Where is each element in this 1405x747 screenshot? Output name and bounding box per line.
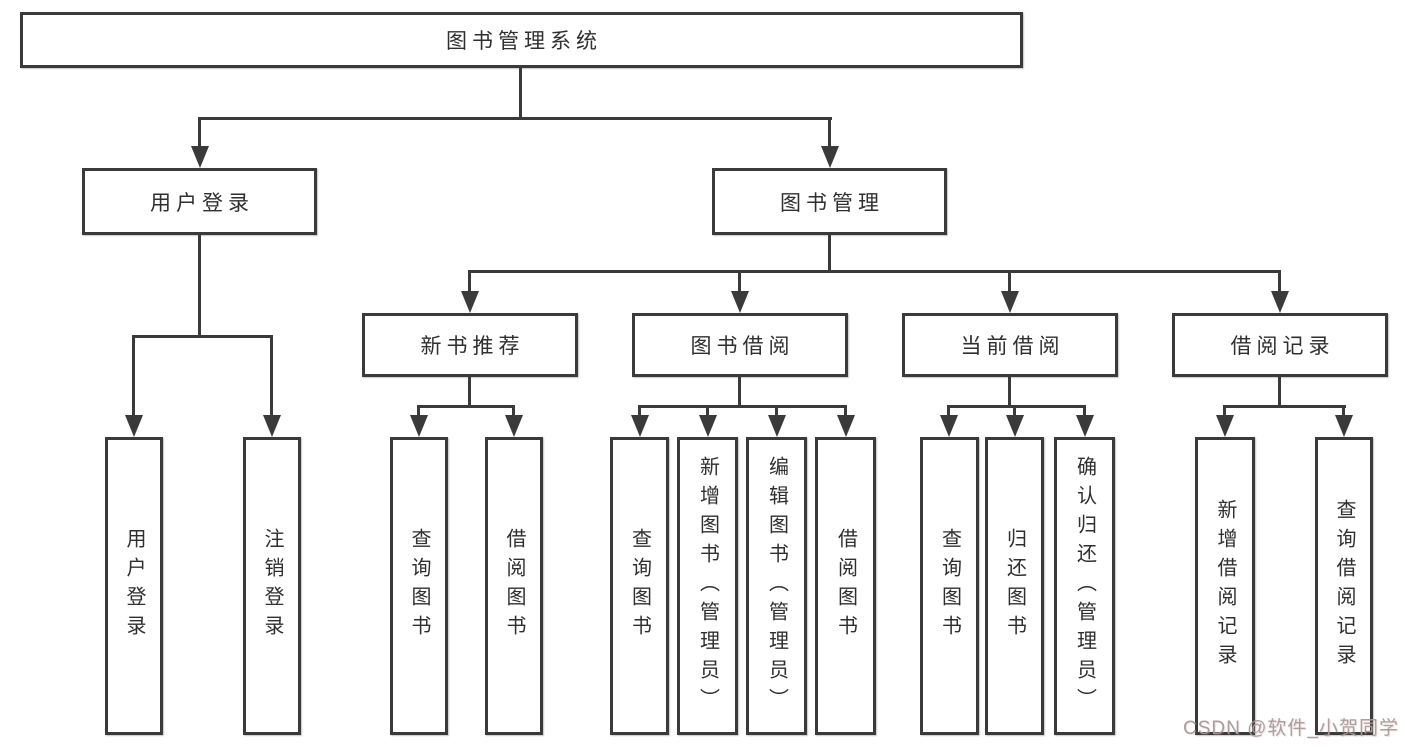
connector-line: [519, 68, 522, 117]
leaf-borrow-books-recommend: 借阅图书: [485, 437, 543, 735]
connector-line: [1278, 377, 1281, 407]
node-book-management: 图书管理: [712, 168, 947, 235]
csdn-watermark: CSDN @软件_小贺同学: [1183, 718, 1399, 739]
arrow-down-icon: [1001, 291, 1019, 313]
arrow-down-icon: [1216, 415, 1234, 437]
connector-line: [947, 408, 950, 418]
connector-line: [738, 377, 741, 407]
arrow-down-icon: [837, 415, 855, 437]
leaf-query-books-recommend: 查询图书: [390, 437, 448, 735]
node-new-book-recommend: 新书推荐: [362, 313, 578, 377]
connector-line: [1223, 408, 1226, 418]
connector-line: [468, 377, 471, 407]
node-root: 图书管理系统: [20, 12, 1023, 68]
connector-line: [132, 335, 273, 338]
connector-line: [828, 120, 831, 150]
arrow-down-icon: [940, 415, 958, 437]
arrow-down-icon: [410, 415, 428, 437]
leaf-confirm-return-admin: 确认归还（管理员）: [1054, 437, 1115, 735]
leaf-add-books-admin: 新增图书（管理员）: [677, 437, 738, 735]
arrow-down-icon: [768, 415, 786, 437]
connector-line: [198, 235, 201, 335]
node-borrow-records: 借阅记录: [1172, 313, 1388, 377]
leaf-user-login: 用户登录: [105, 437, 163, 735]
connector-line: [1008, 377, 1011, 407]
arrow-down-icon: [1006, 415, 1024, 437]
connector-line: [947, 405, 1086, 408]
connector-line: [1008, 273, 1011, 293]
arrow-down-icon: [191, 146, 209, 168]
connector-line: [417, 405, 515, 408]
connector-line: [1083, 408, 1086, 418]
arrow-down-icon: [821, 146, 839, 168]
connector-line: [1013, 408, 1016, 418]
connector-line: [775, 408, 778, 418]
arrow-down-icon: [699, 415, 717, 437]
connector-line: [828, 235, 831, 272]
arrow-down-icon: [1076, 415, 1094, 437]
arrow-down-icon: [505, 415, 523, 437]
connector-line: [706, 408, 709, 418]
connector-line: [638, 405, 847, 408]
connector-line: [512, 408, 515, 418]
arrow-down-icon: [731, 291, 749, 313]
leaf-query-books-borrow: 查询图书: [610, 437, 669, 735]
node-user-login: 用户登录: [82, 168, 317, 235]
arrow-down-icon: [461, 291, 479, 313]
connector-line: [270, 338, 273, 417]
leaf-logout: 注销登录: [243, 437, 301, 735]
connector-line: [844, 408, 847, 418]
leaf-return-books: 归还图书: [985, 437, 1044, 735]
connector-line: [638, 408, 641, 418]
connector-line: [1278, 273, 1281, 293]
connector-line: [468, 270, 1281, 273]
arrow-down-icon: [1335, 415, 1353, 437]
connector-line: [132, 338, 135, 417]
connector-line: [738, 273, 741, 293]
node-book-borrow: 图书借阅: [632, 313, 848, 377]
node-current-borrow: 当前借阅: [902, 313, 1118, 377]
leaf-query-books-current: 查询图书: [920, 437, 979, 735]
connector-line: [468, 273, 471, 293]
connector-line: [198, 117, 832, 120]
leaf-add-borrow-record: 新增借阅记录: [1195, 437, 1255, 735]
connector-line: [198, 120, 201, 150]
leaf-query-borrow-record: 查询借阅记录: [1315, 437, 1373, 735]
arrow-down-icon: [631, 415, 649, 437]
leaf-borrow-books: 借阅图书: [815, 437, 876, 735]
connector-line: [417, 408, 420, 418]
arrow-down-icon: [263, 415, 281, 437]
connector-line: [1342, 408, 1345, 418]
arrow-down-icon: [1271, 291, 1289, 313]
connector-line: [1223, 405, 1346, 408]
leaf-edit-books-admin: 编辑图书（管理员）: [746, 437, 807, 735]
arrow-down-icon: [125, 415, 143, 437]
